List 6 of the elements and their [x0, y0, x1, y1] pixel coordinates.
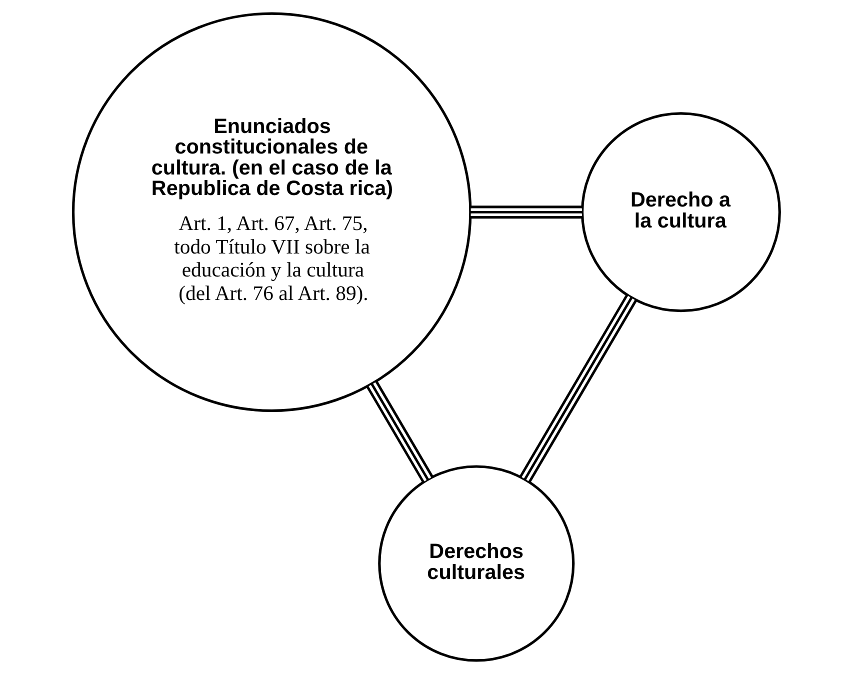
connector — [470, 206, 582, 219]
node-circle: Derechos culturales — [378, 465, 575, 662]
node-circle: Enunciados constitucionales de cultura. (en el caso de la Republica de Costa rica) Art. 1, Art. 67, Art. 75, todo Título VII sobre la educación y la cultura (del Art. 76 al Art. 89). — [72, 12, 472, 412]
connector — [520, 294, 638, 482]
connector — [366, 380, 434, 483]
node-circle: Derecho a la cultura — [580, 112, 781, 312]
